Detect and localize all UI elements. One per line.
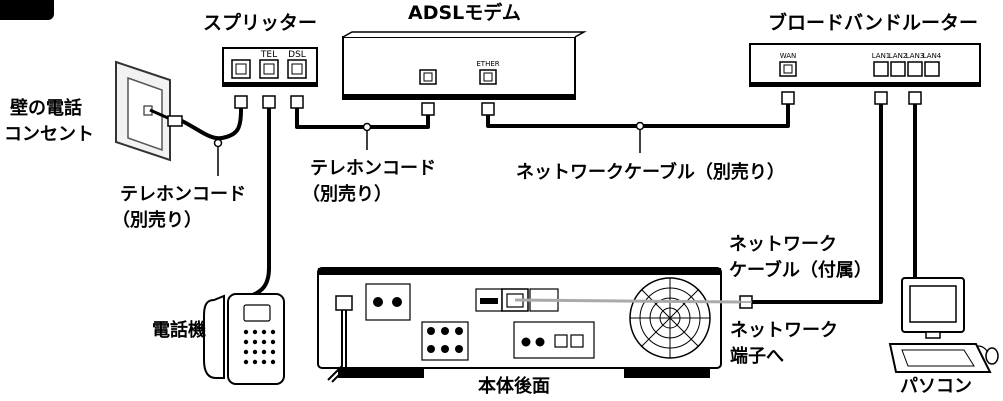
router-port-wan-label: WAN [780, 52, 797, 60]
telephone-illustration [203, 293, 285, 385]
cable-plugs [234, 91, 922, 309]
modem-port-ether-label: ETHER [476, 60, 499, 68]
network-cable-router-unit [752, 98, 883, 304]
wall-outlet [115, 60, 183, 162]
network-port-label-line1: ネットワーク [730, 320, 838, 341]
splitter-box: TEL DSL [222, 47, 318, 87]
adsl-modem-box: ETHER [342, 31, 587, 100]
main-unit-rear-label: 本体後面 [478, 376, 550, 397]
pc-illustration [888, 277, 999, 373]
splitter-label: スプリッター [203, 12, 318, 34]
step-marker [0, 0, 54, 20]
telcord-splitter-modem [295, 96, 430, 129]
telcord-left-label-line1: テレホンコード [120, 184, 246, 205]
router-port-lan1-label: LAN1 [872, 52, 891, 60]
telcord-mid-label-line1: テレホンコード [310, 158, 436, 179]
pc-label: パソコン [900, 376, 972, 397]
network-cable-included [514, 298, 741, 304]
network-cable-incl-label-line2: ケーブル（付属） [729, 260, 872, 281]
router-port-lan3-label: LAN3 [906, 52, 925, 60]
router-label: ブロードバンドルーター [768, 12, 978, 34]
splitter-port-tel-label: TEL [260, 50, 277, 60]
router-box: WAN LAN1 LAN2 LAN3 LAN4 [749, 43, 981, 87]
telcord-left-label-line2: （別売り） [112, 210, 202, 231]
main-unit-rear-illustration [317, 267, 722, 383]
wall-outlet-label-line2: コンセント [4, 124, 94, 145]
wall-outlet-label-line1: 壁の電話 [10, 98, 82, 119]
telephone-label: 電話機 [152, 320, 206, 341]
router-port-lan2-label: LAN2 [889, 52, 908, 60]
network-cable-incl-label-line1: ネットワーク [729, 234, 837, 255]
telcord-wall-splitter [181, 96, 243, 141]
telcord-splitter-phone [249, 96, 271, 298]
splitter-port-dsl-label: DSL [288, 50, 306, 60]
adsl-modem-label: ADSLモデム [408, 2, 521, 24]
telcord-mid-label-line2: （別売り） [302, 184, 392, 205]
network-cable-sold-label: ネットワークケーブル（別売り） [516, 162, 785, 183]
network-port-label-line2: 端子へ [730, 346, 784, 367]
router-port-lan4-label: LAN4 [923, 52, 942, 60]
network-cable-modem-router [486, 98, 790, 128]
